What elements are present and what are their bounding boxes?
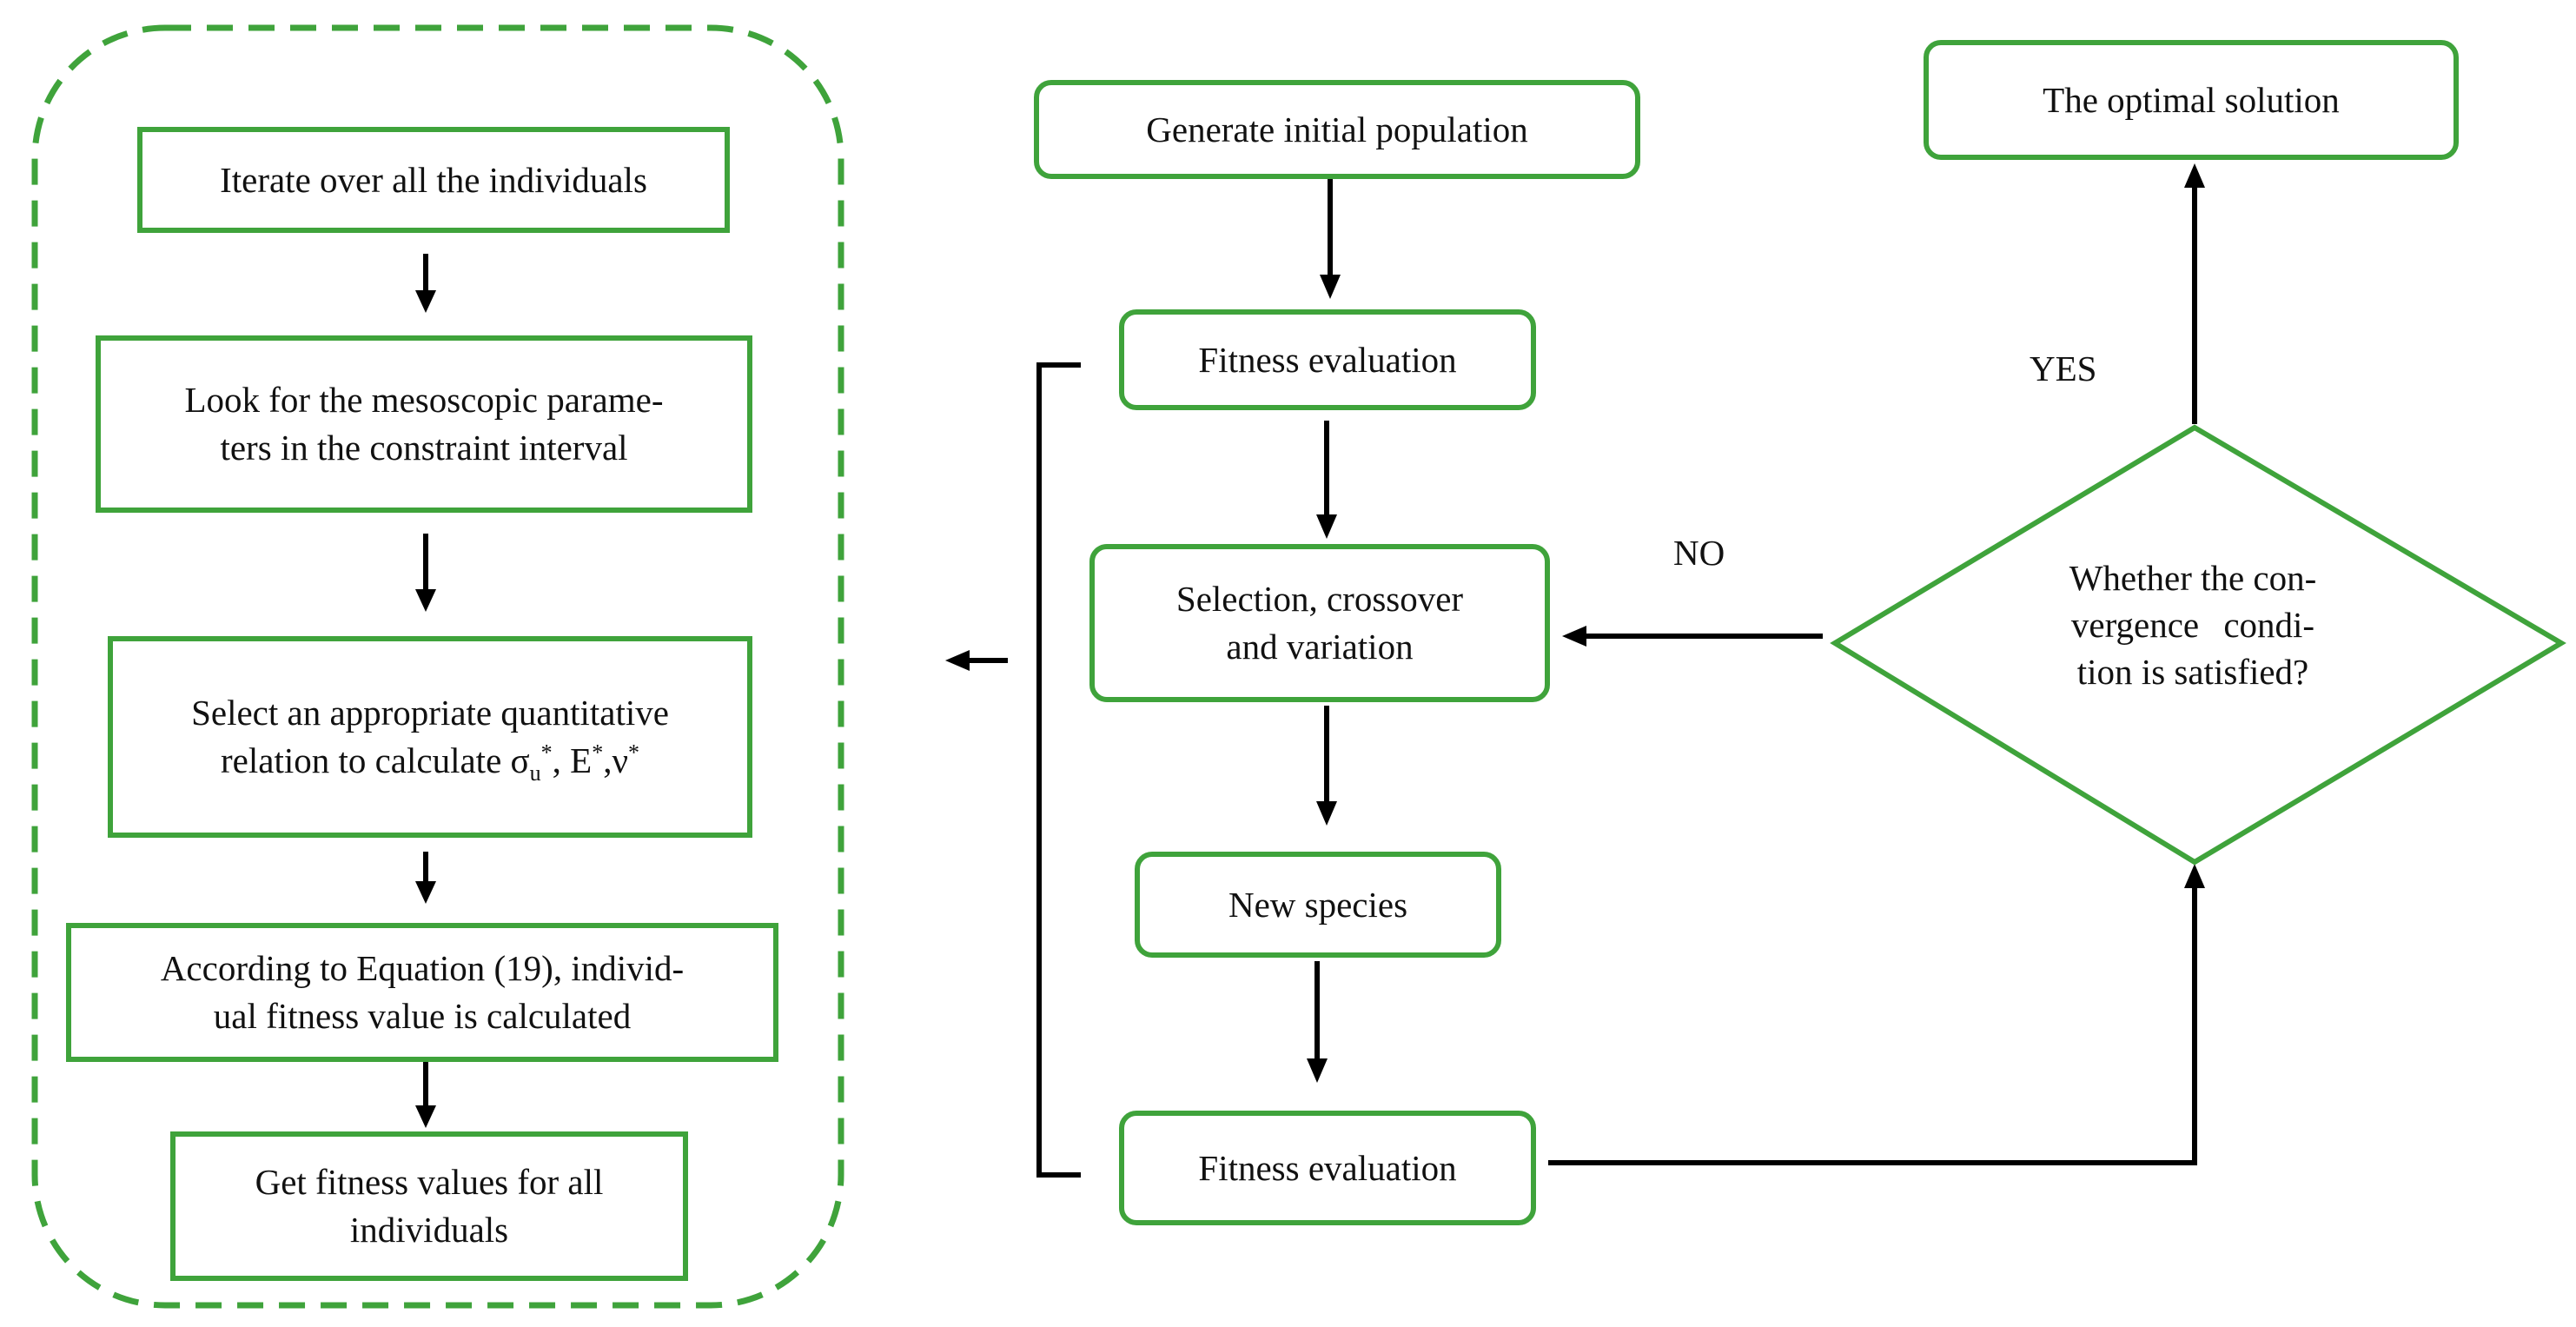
arrow-no-to-selection (1562, 626, 1823, 647)
select-nu: ,ν (603, 740, 628, 780)
selection-line1: Selection, crossover (1175, 579, 1464, 619)
box-according-equation: According to Equation (19), individ- ual… (66, 923, 778, 1062)
sigma-star: * (540, 740, 553, 766)
loop-bracket (1036, 362, 1081, 1178)
decision-line1: Whether the con- (2069, 558, 2317, 598)
fitness2-text: Fitness evaluation (1198, 1147, 1457, 1188)
box-fitness-evaluation-2: Fitness evaluation (1119, 1111, 1536, 1225)
arrow-generate-to-fitness1 (1320, 179, 1341, 299)
edge-label-yes: YES (2030, 348, 2097, 388)
fitness1-text: Fitness evaluation (1198, 339, 1457, 380)
decision-text: Whether the con- vergence condi- tion is… (2019, 554, 2367, 695)
box-get-fitness: Get fitness values for all individuals (170, 1131, 688, 1281)
select-e: , E (552, 740, 593, 780)
box-select-line2: relation to calculate σu*, E*,ν* (221, 737, 639, 785)
arrow-yes-to-optimal (2184, 163, 2205, 424)
box-new-species: New species (1135, 852, 1501, 958)
arrow-look-to-select (415, 534, 436, 612)
arrow-according-to-get (415, 1062, 436, 1128)
box-iterate-individuals: Iterate over all the individuals (137, 127, 730, 233)
generate-text: Generate initial population (1146, 109, 1528, 149)
optimal-text: The optimal solution (2043, 79, 2340, 120)
decision-line2: vergence condi- (2070, 605, 2315, 645)
arrow-select-to-according (415, 852, 436, 904)
box-get-line1: Get fitness values for all (255, 1162, 604, 1202)
box-look-line1: Look for the mesoscopic parame- (184, 380, 664, 420)
box-selection-crossover: Selection, crossover and variation (1089, 544, 1550, 702)
decision-line3: tion is satisfied? (2076, 652, 2309, 692)
arrow-iterate-to-look (415, 254, 436, 313)
decision-diamond (1830, 424, 2566, 866)
selection-line2: and variation (1226, 627, 1414, 667)
arrow-to-detail-panel (945, 650, 1008, 671)
box-according-line2: ual fitness value is calculated (213, 996, 632, 1036)
box-iterate-text: Iterate over all the individuals (220, 159, 647, 200)
box-generate-population: Generate initial population (1034, 80, 1640, 179)
box-look-line2: ters in the constraint interval (220, 428, 628, 468)
select-prefix: relation to calculate σ (221, 740, 530, 780)
box-optimal-solution: The optimal solution (1924, 40, 2459, 160)
arrow-fitness1-to-selection (1316, 421, 1337, 539)
box-look-mesoscopic: Look for the mesoscopic parame- ters in … (96, 335, 752, 513)
box-according-line1: According to Equation (19), individ- (160, 948, 685, 988)
e-star: * (592, 740, 604, 766)
edge-label-no: NO (1673, 533, 1725, 573)
box-fitness-evaluation-1: Fitness evaluation (1119, 309, 1536, 410)
sigma-subscript: u (529, 760, 541, 786)
arrow-newspecies-to-fitness2 (1307, 961, 1328, 1083)
nu-star: * (627, 740, 639, 766)
new-species-text: New species (1228, 884, 1408, 925)
arrow-fitness2-to-decision (1548, 864, 2205, 1165)
box-select-line1: Select an appropriate quantitative (191, 693, 669, 733)
arrow-selection-to-newspecies (1316, 706, 1337, 826)
dashed-group-border (31, 24, 844, 1309)
box-select-relation: Select an appropriate quantitative relat… (108, 636, 752, 838)
box-get-line2: individuals (349, 1210, 509, 1250)
